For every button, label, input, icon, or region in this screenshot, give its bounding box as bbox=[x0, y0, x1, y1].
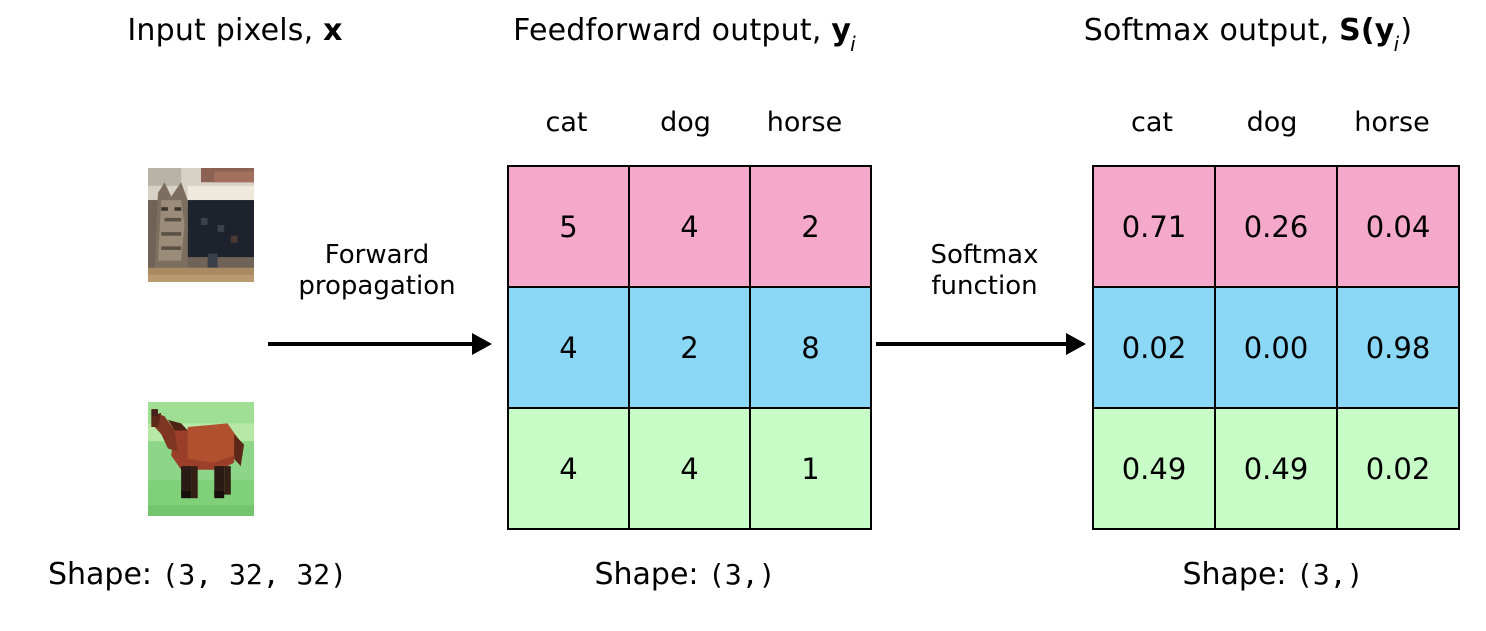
softmax-cell-r1c1: 0.00 bbox=[1214, 286, 1338, 409]
feedforward-header-horse: horse bbox=[766, 107, 843, 138]
arrow-shaft bbox=[876, 342, 1068, 346]
input-column-title: Input pixels, x bbox=[0, 14, 470, 48]
softmax-cell-r0c0: 0.71 bbox=[1092, 165, 1216, 288]
input-shape-value: (3, 32, 32) bbox=[161, 558, 348, 591]
softmax-shape-caption: Shape: (3,) bbox=[1118, 558, 1428, 592]
cat-image-icon bbox=[148, 168, 254, 282]
feedforward-cell-r0c0: 5 bbox=[507, 165, 630, 288]
softmax-cell-r1c2: 0.98 bbox=[1336, 286, 1460, 409]
feedforward-cell-r1c1: 2 bbox=[628, 286, 751, 409]
feedforward-cell-r1c0: 4 bbox=[507, 286, 630, 409]
feedforward-cell-r0c2: 2 bbox=[749, 165, 872, 288]
feedforward-header-cat: cat bbox=[545, 107, 588, 138]
feedforward-shape-label: Shape: bbox=[594, 557, 709, 592]
feedforward-column-title: Feedforward output, yi bbox=[420, 14, 950, 57]
softmax-title-symbol-open: S(y bbox=[1339, 13, 1395, 48]
softmax-header-dog: dog bbox=[1246, 107, 1298, 138]
arrow-shaft bbox=[268, 342, 474, 346]
softmax-cell-r2c2: 0.02 bbox=[1336, 407, 1460, 530]
horse-image-icon bbox=[148, 402, 254, 516]
softmax-shape-label: Shape: bbox=[1182, 557, 1297, 592]
softmax-title-symbol-close: ) bbox=[1400, 13, 1413, 48]
softmax-title-text: Softmax output, bbox=[1083, 13, 1340, 48]
forward-propagation-label-line1: Forward bbox=[324, 240, 430, 270]
softmax-function-label: Softmax function bbox=[877, 240, 1092, 302]
softmax-cell-r0c1: 0.26 bbox=[1214, 165, 1338, 288]
softmax-title-subscript: i bbox=[1393, 32, 1400, 56]
feedforward-cell-r0c1: 4 bbox=[628, 165, 751, 288]
softmax-header-horse: horse bbox=[1354, 107, 1430, 138]
table-row: 0.02 0.00 0.98 bbox=[1092, 286, 1460, 409]
feedforward-cell-r2c0: 4 bbox=[507, 407, 630, 530]
softmax-cell-r2c1: 0.49 bbox=[1214, 407, 1338, 530]
softmax-cell-r0c2: 0.04 bbox=[1336, 165, 1460, 288]
feedforward-cell-r1c2: 8 bbox=[749, 286, 872, 409]
feedforward-title-subscript: i bbox=[850, 32, 856, 56]
input-thumbnail-cat bbox=[148, 168, 254, 282]
feedforward-output-table: 5 4 2 4 2 8 4 4 1 bbox=[507, 165, 872, 530]
feedforward-title-text: Feedforward output, bbox=[513, 13, 832, 48]
table-row: 0.49 0.49 0.02 bbox=[1092, 407, 1460, 530]
table-row: 4 4 1 bbox=[507, 407, 872, 530]
table-row: 4 2 8 bbox=[507, 286, 872, 409]
feedforward-shape-value: (3,) bbox=[708, 558, 776, 591]
softmax-column-title: Softmax output, S(yi) bbox=[1010, 14, 1486, 57]
softmax-function-arrow bbox=[876, 333, 1086, 355]
input-title-symbol: x bbox=[323, 13, 343, 48]
arrow-head bbox=[472, 333, 492, 355]
input-thumbnail-horse bbox=[148, 402, 254, 516]
softmax-shape-value: (3,) bbox=[1296, 558, 1364, 591]
arrow-head bbox=[1066, 333, 1086, 355]
table-row: 5 4 2 bbox=[507, 165, 872, 288]
softmax-class-headers: cat dog horse bbox=[1092, 108, 1452, 138]
forward-propagation-label: Forward propagation bbox=[262, 240, 492, 302]
input-title-text: Input pixels, bbox=[127, 13, 324, 48]
forward-propagation-label-line2: propagation bbox=[298, 271, 456, 301]
softmax-output-table: 0.71 0.26 0.04 0.02 0.00 0.98 0.49 0.49 … bbox=[1092, 165, 1460, 530]
feedforward-class-headers: cat dog horse bbox=[507, 108, 864, 138]
input-shape-label: Shape: bbox=[47, 557, 162, 592]
softmax-cell-r1c0: 0.02 bbox=[1092, 286, 1216, 409]
softmax-function-label-line1: Softmax bbox=[930, 240, 1039, 270]
forward-propagation-arrow bbox=[268, 333, 492, 355]
feedforward-shape-caption: Shape: (3,) bbox=[530, 558, 840, 592]
feedforward-header-dog: dog bbox=[660, 107, 711, 138]
softmax-function-label-line2: function bbox=[931, 271, 1038, 301]
softmax-header-cat: cat bbox=[1131, 107, 1173, 138]
input-shape-caption: Shape: (3, 32, 32) bbox=[0, 558, 395, 592]
table-row: 0.71 0.26 0.04 bbox=[1092, 165, 1460, 288]
feedforward-title-symbol: y bbox=[831, 13, 852, 48]
feedforward-cell-r2c2: 1 bbox=[749, 407, 872, 530]
softmax-cell-r2c0: 0.49 bbox=[1092, 407, 1216, 530]
feedforward-cell-r2c1: 4 bbox=[628, 407, 751, 530]
